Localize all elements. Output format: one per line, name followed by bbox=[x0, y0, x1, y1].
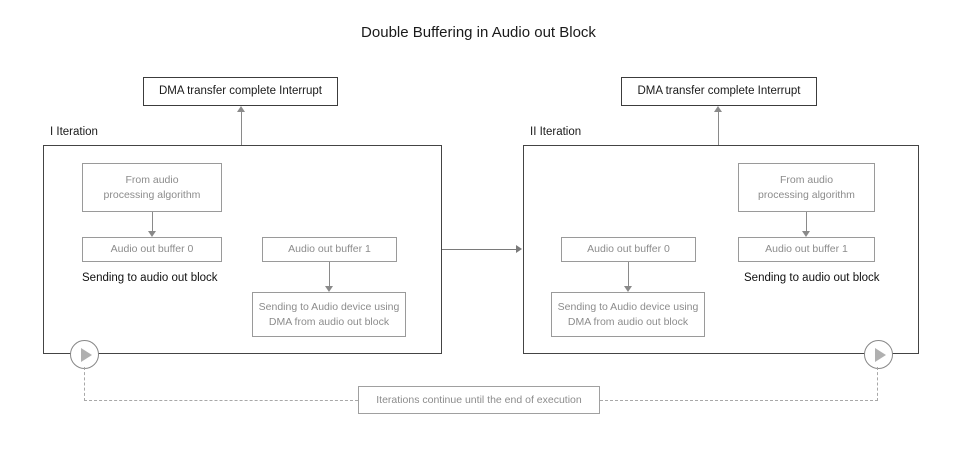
interrupt-arrow-line-2 bbox=[718, 111, 719, 145]
dma-block-2-line1: Sending to Audio device using bbox=[557, 301, 699, 314]
dma-block-1-line1: Sending to Audio device using bbox=[258, 301, 400, 314]
interrupt-box-1: DMA transfer complete Interrupt bbox=[143, 77, 338, 106]
iteration-connector-line bbox=[442, 249, 517, 250]
play-button-1[interactable] bbox=[70, 340, 99, 369]
source-block-2: From audio processing algorithm bbox=[738, 163, 875, 212]
dma-buffer-1: Audio out buffer 1 bbox=[262, 237, 397, 262]
interrupt-box-1-label: DMA transfer complete Interrupt bbox=[159, 84, 322, 97]
iteration-label-1: I Iteration bbox=[50, 126, 98, 138]
interrupt-box-2: DMA transfer complete Interrupt bbox=[621, 77, 817, 106]
dma-block-2: Sending to Audio device using DMA from a… bbox=[551, 292, 705, 337]
iteration-connector-arrow bbox=[516, 245, 522, 253]
dma-block-1-line2: DMA from audio out block bbox=[268, 315, 390, 328]
source-block-2-line2: processing algorithm bbox=[758, 188, 855, 201]
source-to-buffer-arrow-2 bbox=[802, 231, 810, 237]
interrupt-arrow-head-1 bbox=[237, 106, 245, 112]
source-block-2-line1: From audio bbox=[779, 174, 834, 187]
loop-dash-right-vertical bbox=[877, 367, 878, 401]
source-to-buffer-line-1 bbox=[152, 212, 153, 233]
play-icon bbox=[81, 347, 92, 362]
dma-block-2-line2: DMA from audio out block bbox=[567, 315, 689, 328]
dma-buffer-2-label: Audio out buffer 0 bbox=[587, 243, 670, 256]
play-icon bbox=[875, 347, 886, 362]
source-block-1-line1: From audio bbox=[125, 174, 179, 187]
buffer-to-dma-line-2 bbox=[628, 262, 629, 288]
source-block-1: From audio processing algorithm bbox=[82, 163, 222, 212]
sending-note-1: Sending to audio out block bbox=[82, 272, 218, 284]
dma-block-1-label: Sending to Audio device using DMA from a… bbox=[259, 300, 400, 328]
buffer-to-dma-line-1 bbox=[329, 262, 330, 288]
interrupt-arrow-head-2 bbox=[714, 106, 722, 112]
iteration-frame-1 bbox=[43, 145, 442, 354]
loop-dash-right-horizontal bbox=[600, 400, 878, 401]
dma-block-1: Sending to Audio device using DMA from a… bbox=[252, 292, 406, 337]
loop-dash-left-horizontal bbox=[84, 400, 358, 401]
iteration-label-2: II Iteration bbox=[530, 126, 582, 138]
loop-dash-left-vertical bbox=[84, 367, 85, 401]
buffer-to-dma-arrow-2 bbox=[624, 286, 632, 292]
page-title: Double Buffering in Audio out Block bbox=[361, 24, 596, 41]
active-buffer-2-label: Audio out buffer 1 bbox=[765, 243, 848, 256]
source-block-1-label: From audio processing algorithm bbox=[104, 173, 201, 201]
buffer-to-dma-arrow-1 bbox=[325, 286, 333, 292]
source-block-1-line2: processing algorithm bbox=[103, 188, 201, 201]
interrupt-box-2-label: DMA transfer complete Interrupt bbox=[637, 84, 801, 97]
play-button-2[interactable] bbox=[864, 340, 893, 369]
dma-buffer-1-label: Audio out buffer 1 bbox=[288, 243, 371, 256]
dma-block-2-label: Sending to Audio device using DMA from a… bbox=[558, 300, 699, 328]
sending-note-2: Sending to audio out block bbox=[744, 272, 880, 284]
source-to-buffer-line-2 bbox=[806, 212, 807, 233]
active-buffer-1-label: Audio out buffer 0 bbox=[110, 243, 194, 256]
active-buffer-2: Audio out buffer 1 bbox=[738, 237, 875, 262]
source-to-buffer-arrow-1 bbox=[148, 231, 156, 237]
iteration-frame-2 bbox=[523, 145, 919, 354]
active-buffer-1: Audio out buffer 0 bbox=[82, 237, 222, 262]
interrupt-arrow-line-1 bbox=[241, 111, 242, 145]
dma-buffer-2: Audio out buffer 0 bbox=[561, 237, 696, 262]
loop-note-box: Iterations continue until the end of exe… bbox=[358, 386, 600, 414]
source-block-2-label: From audio processing algorithm bbox=[758, 173, 855, 201]
loop-note-label: Iterations continue until the end of exe… bbox=[376, 394, 582, 406]
